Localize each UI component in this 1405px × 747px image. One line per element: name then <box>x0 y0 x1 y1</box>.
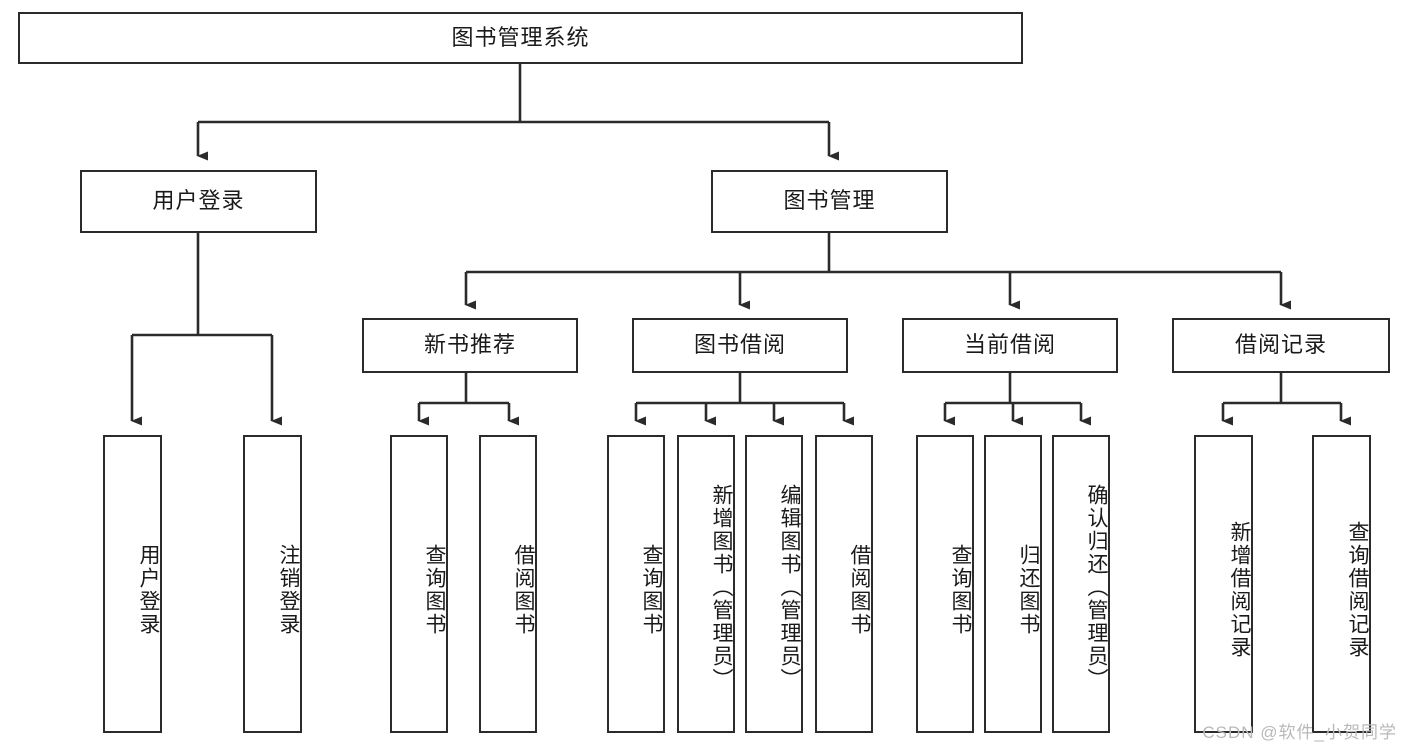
node-root-book-management-system[interactable]: 图书管理系统 <box>18 12 1023 64</box>
node-leaf-borrow-book[interactable]: 借阅图书 <box>815 435 873 733</box>
node-leaf-edit-book-admin[interactable]: 编辑图书（管理员） <box>745 435 803 733</box>
node-current-borrowing[interactable]: 当前借阅 <box>902 318 1118 373</box>
node-label: 查询图书 <box>640 544 663 636</box>
node-label: 用户登录 <box>152 188 245 214</box>
node-book-management[interactable]: 图书管理 <box>711 170 948 233</box>
node-label: 图书借阅 <box>693 332 786 358</box>
node-label: 查询图书 <box>949 544 972 636</box>
node-label: 确认归还（管理员） <box>1085 483 1108 691</box>
node-label: 新书推荐 <box>423 332 516 358</box>
node-leaf-add-borrow-record[interactable]: 新增借阅记录 <box>1194 435 1253 733</box>
node-label: 借阅图书 <box>848 544 871 636</box>
node-label: 注销登录 <box>277 544 300 636</box>
node-book-borrowing[interactable]: 图书借阅 <box>632 318 848 373</box>
node-user-login[interactable]: 用户登录 <box>80 170 317 233</box>
node-leaf-return-book[interactable]: 归还图书 <box>984 435 1042 733</box>
node-borrowing-record[interactable]: 借阅记录 <box>1172 318 1390 373</box>
node-label: 查询借阅记录 <box>1346 521 1369 659</box>
node-label: 当前借阅 <box>963 332 1056 358</box>
node-leaf-query-book-current[interactable]: 查询图书 <box>916 435 974 733</box>
csdn-watermark: CSDN @软件_小贺同学 <box>1202 723 1397 742</box>
node-label: 编辑图书（管理员） <box>778 483 801 691</box>
node-label: 新增借阅记录 <box>1228 521 1251 659</box>
node-leaf-query-book-recommend[interactable]: 查询图书 <box>390 435 448 733</box>
node-label: 查询图书 <box>423 544 446 636</box>
node-label: 新增图书（管理员） <box>710 483 733 691</box>
node-label: 用户登录 <box>137 544 160 636</box>
node-leaf-query-book-borrow[interactable]: 查询图书 <box>607 435 665 733</box>
node-label: 归还图书 <box>1017 544 1040 636</box>
node-leaf-confirm-return-admin[interactable]: 确认归还（管理员） <box>1052 435 1110 733</box>
node-label: 图书管理 <box>783 188 876 214</box>
node-label: 借阅记录 <box>1234 332 1327 358</box>
node-label: 借阅图书 <box>512 544 535 636</box>
node-leaf-logout[interactable]: 注销登录 <box>243 435 302 733</box>
node-label: 图书管理系统 <box>451 24 590 50</box>
node-leaf-query-borrow-record[interactable]: 查询借阅记录 <box>1312 435 1371 733</box>
node-leaf-user-login[interactable]: 用户登录 <box>103 435 162 733</box>
node-leaf-borrow-book-recommend[interactable]: 借阅图书 <box>479 435 537 733</box>
node-new-book-recommendation[interactable]: 新书推荐 <box>362 318 578 373</box>
node-leaf-add-book-admin[interactable]: 新增图书（管理员） <box>677 435 735 733</box>
